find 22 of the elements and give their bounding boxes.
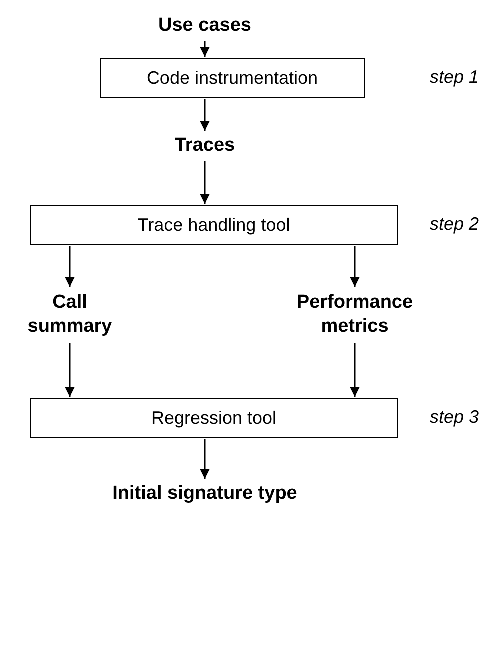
arrow bbox=[65, 246, 75, 287]
process-label: Code instrumentation bbox=[146, 68, 318, 88]
arrow bbox=[200, 161, 210, 204]
process-label: Trace handling tool bbox=[138, 214, 290, 236]
step-label: step 3 bbox=[430, 407, 480, 428]
flow-label: Performance metrics bbox=[282, 288, 428, 342]
flow-label: Traces bbox=[150, 132, 260, 160]
arrow bbox=[200, 99, 210, 131]
arrow bbox=[200, 439, 210, 479]
flow-label: Use cases bbox=[140, 12, 270, 40]
flow-label: Call summary bbox=[15, 288, 125, 342]
arrow bbox=[350, 246, 360, 287]
process-box bbox=[30, 205, 398, 245]
process-box bbox=[100, 58, 365, 98]
arrow bbox=[350, 343, 360, 397]
flow-label: Initial signature type bbox=[95, 480, 315, 508]
step-label: step 1 bbox=[430, 67, 480, 88]
process-label: Regression tool bbox=[151, 408, 277, 428]
process-box bbox=[30, 398, 398, 438]
step-label: step 2 bbox=[430, 214, 480, 235]
arrow bbox=[65, 343, 75, 397]
arrow bbox=[200, 41, 210, 57]
